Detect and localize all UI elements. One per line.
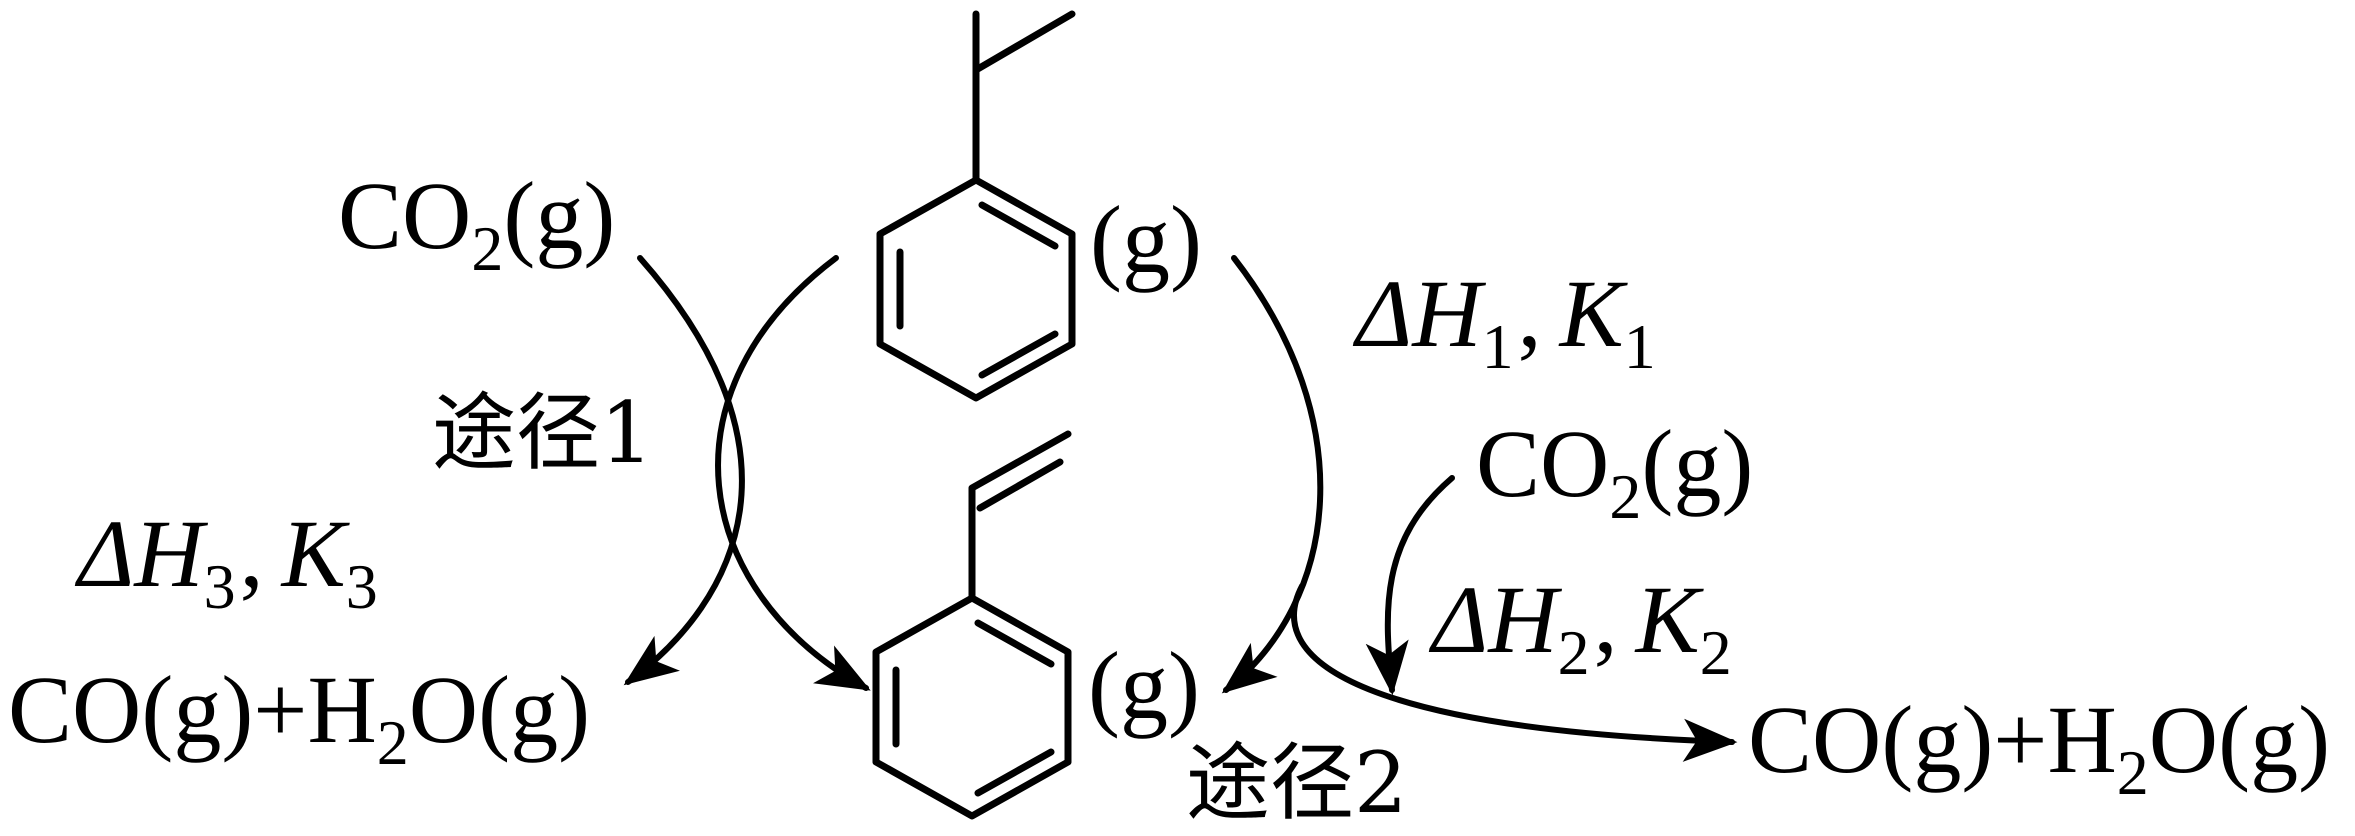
ethyl-chain-bond: [972, 10, 1076, 74]
ethylbenzene-to-styrene-arrow-route2: [1221, 255, 1324, 694]
right-co2-label: CO2(g): [1476, 410, 1753, 532]
vinyl-double-bond: [976, 458, 1064, 512]
left-products-label: CO(g)+H2O(g): [8, 656, 590, 778]
ethylbenzene-structure: [876, 10, 1076, 402]
ethylbenzene-ring: [876, 176, 1076, 402]
dH1-K1-label: ΔH1,K1: [1352, 260, 1656, 382]
route-2-label: 途径2: [1186, 734, 1407, 832]
vinyl-chain-bond: [968, 430, 1072, 602]
product-phase-label: (g): [1088, 632, 1200, 739]
reactant-phase-label: (g): [1090, 186, 1202, 293]
co2-to-co-arrow: [623, 255, 745, 686]
styrene-ring: [872, 594, 1072, 820]
co2-input-arrow: [1365, 475, 1455, 696]
ethylbenzene-to-styrene-arrow-route1: [715, 255, 871, 691]
ring-double-bond: [974, 748, 1055, 797]
dH2-K2-label: ΔH2,K2: [1428, 566, 1732, 688]
ring-double-bond: [978, 201, 1059, 250]
dH3-K3-label: ΔH3,K3: [74, 500, 378, 622]
styrene-structure: [872, 430, 1072, 820]
route-1-label: 途径1: [432, 384, 653, 482]
right-products-label: CO(g)+H2O(g): [1748, 686, 2330, 808]
ring-double-bond: [974, 619, 1055, 668]
left-co2-label: CO2(g): [338, 162, 615, 284]
ring-double-bond: [978, 330, 1059, 379]
